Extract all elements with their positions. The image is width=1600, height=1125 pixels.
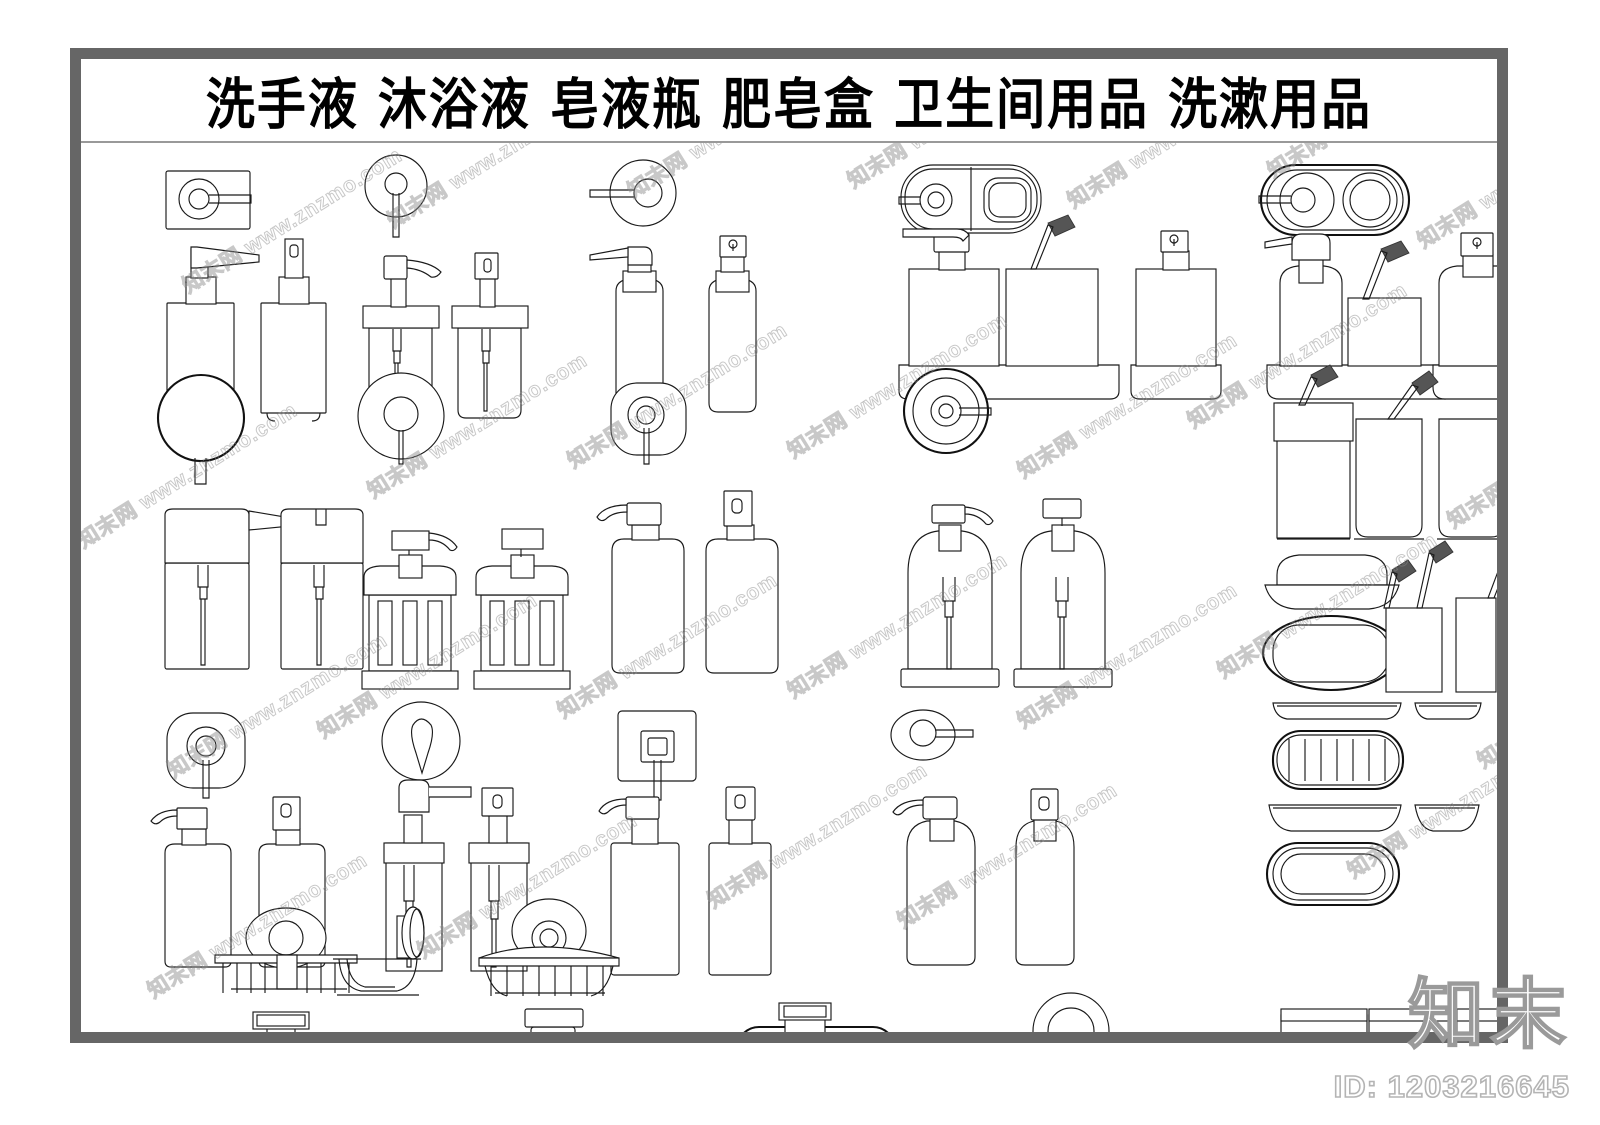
- group-tumbler-with-brush: [1354, 370, 1439, 540]
- group-ribbed-dispenser-pump: [361, 530, 459, 690]
- group-slim-dispenser-pump: [383, 779, 472, 972]
- group-soap-dispenser-square-press: [260, 238, 327, 422]
- group-wall-plate-square-2: [617, 710, 697, 801]
- group-bell-dispenser-pump: [900, 504, 1000, 688]
- group-wall-plate-round: [364, 154, 428, 238]
- group-curved-neck-dispenser: [892, 796, 976, 966]
- group-three-cup-caddy-front: [1280, 1008, 1497, 1032]
- group-square-shoulder-pump: [596, 502, 685, 674]
- group-suction-soap-dish-front: [478, 898, 620, 997]
- group-brush-tumbler-single: [1455, 572, 1497, 693]
- group-wall-plate-teardrop: [381, 701, 461, 781]
- group-soap-bottle-round: [1432, 232, 1497, 400]
- group-wall-plate-square: [165, 170, 252, 230]
- cad-vector-group: [150, 154, 1497, 1032]
- drawing-sheet: 洗手液 沐浴液 皂液瓶 肥皂盒 卫生间用品 洗漱用品: [81, 59, 1497, 1032]
- group-soap-dispenser-jar-press: [451, 252, 529, 419]
- group-dispenser-and-cup-tray-set: [1264, 233, 1458, 400]
- drawing-frame: 洗手液 沐浴液 皂液瓶 肥皂盒 卫生间用品 洗漱用品: [70, 48, 1508, 1043]
- cad-drawing-canvas: [81, 143, 1497, 1032]
- group-wall-plate-twin-square: [898, 164, 1042, 234]
- group-tall-square-dispenser-press: [708, 786, 772, 976]
- group-soap-tray-small: [1414, 702, 1482, 720]
- group-bell-dispenser-press: [1013, 498, 1113, 688]
- group-soap-dish-oval-ring: [1265, 841, 1401, 907]
- group-soap-tray-shallow-2: [1268, 804, 1402, 832]
- group-wall-plate-oval: [890, 709, 974, 761]
- group-wall-plate-concentric: [902, 367, 992, 455]
- group-wall-mirror-round: [156, 373, 246, 485]
- group-wall-plate-round-2: [357, 372, 445, 465]
- group-straight-dispenser-pump: [150, 807, 232, 968]
- group-soap-tray-small-2: [1414, 804, 1480, 832]
- group-ribbed-dispenser-press: [473, 528, 571, 690]
- group-square-shoulder-press: [705, 490, 779, 674]
- document-id-label: ID: 1203216645: [1333, 1068, 1570, 1105]
- group-suction-soap-plate-front: [1032, 992, 1110, 1032]
- page-title: 洗手液 沐浴液 皂液瓶 肥皂盒 卫生间用品 洗漱用品: [205, 72, 1373, 137]
- group-suction-soap-basket-side: [333, 906, 425, 996]
- group-soap-bottle-single: [1130, 230, 1222, 400]
- group-soap-dish-top-rounded: [524, 1008, 584, 1032]
- group-ribbed-soap-dish: [1271, 729, 1405, 791]
- group-curved-neck-dispenser-press: [1015, 788, 1075, 966]
- group-wall-plate-round-small: [589, 159, 677, 227]
- group-wall-plate-twin-round: [1258, 163, 1411, 237]
- group-slotted-soap-dish-top: [743, 1002, 889, 1032]
- group-wall-plate-rounded-square-2: [166, 712, 246, 799]
- group-press-dispenser-wide-plain: [280, 508, 364, 670]
- sheet-title-band: 洗手液 沐浴液 皂液瓶 肥皂盒 卫生间用品 洗漱用品: [81, 59, 1497, 143]
- group-soap-dispenser-square-pump: [166, 246, 260, 422]
- group-soap-dish-oval-top: [1261, 614, 1401, 692]
- group-soap-bottle-spray: [708, 235, 757, 413]
- group-brush-tumbler-double: [1383, 540, 1454, 693]
- group-soap-bottle-pump: [589, 246, 664, 413]
- group-soap-basket-top: [252, 1011, 310, 1032]
- group-tumbler-plain: [1437, 418, 1497, 540]
- group-tall-square-dispenser-pump: [598, 796, 680, 976]
- group-tumbler-with-lid-and-brush: [1273, 364, 1354, 540]
- group-soap-dish-oval-flat: [1264, 554, 1400, 610]
- group-suction-soap-basket-front: [214, 907, 358, 993]
- znzmo-logo: 知末: [1407, 970, 1572, 1059]
- group-wall-plate-rounded-square: [610, 382, 687, 465]
- group-press-dispenser-wide: [164, 508, 294, 670]
- group-soap-tray-shallow: [1272, 702, 1402, 720]
